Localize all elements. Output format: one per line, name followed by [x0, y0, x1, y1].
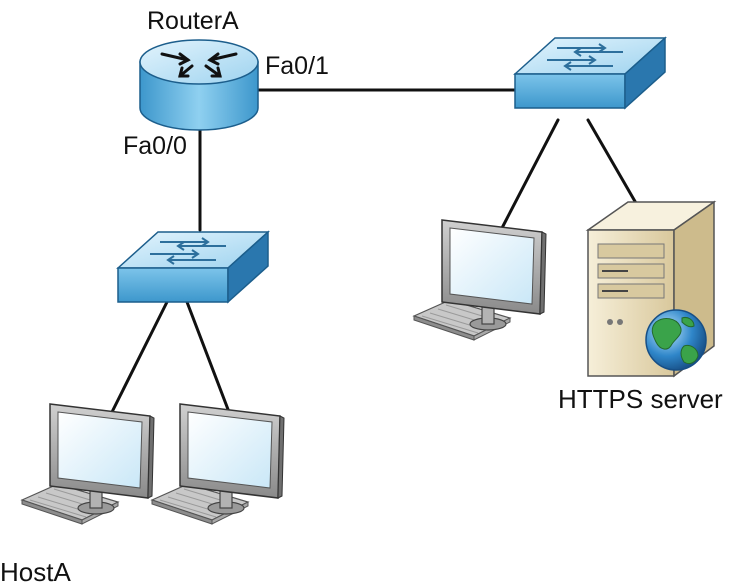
- router-name-label: RouterA: [147, 7, 239, 35]
- port-label-fa0-1: Fa0/1: [265, 52, 329, 80]
- switch-left-icon: [117, 231, 269, 303]
- server-label: HTTPS server: [558, 384, 723, 414]
- globe-icon: [645, 309, 707, 371]
- link-switch-left-host-a: [110, 300, 169, 414]
- workstation-icon: [21, 403, 155, 525]
- link-switch-right-server: [586, 118, 642, 212]
- workstation-icon: [151, 403, 285, 525]
- port-label-fa0-0: Fa0/0: [123, 132, 187, 160]
- network-links: [110, 88, 642, 414]
- router-icon: [139, 39, 259, 131]
- link-switch-right-host-c: [500, 118, 560, 230]
- host-a-label: HostA: [0, 557, 71, 587]
- switch-right-icon: [514, 37, 666, 109]
- link-switch-left-host-b: [185, 300, 231, 414]
- workstation-icon: [413, 219, 547, 341]
